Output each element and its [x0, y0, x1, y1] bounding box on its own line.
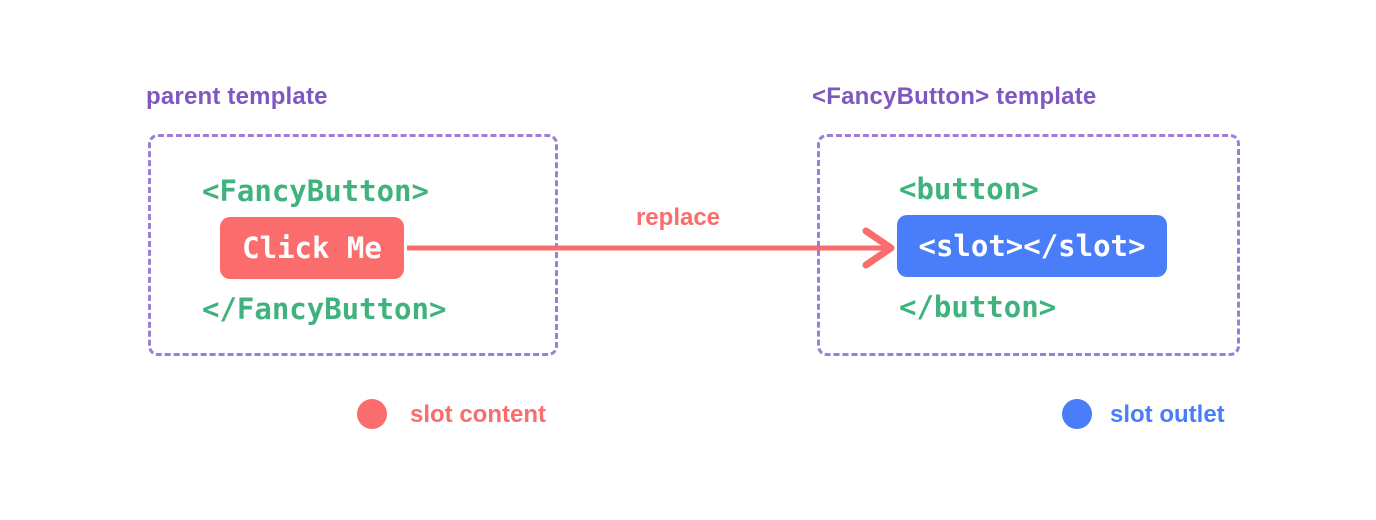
- slot-content-chip: Click Me: [220, 217, 404, 279]
- replace-arrow-label: replace: [635, 204, 721, 231]
- fancybutton-close-tag: </FancyButton>: [202, 292, 447, 326]
- fancybutton-template-box: [817, 134, 1240, 356]
- button-open-tag: <button>: [899, 172, 1039, 206]
- button-close-tag: </button>: [899, 290, 1057, 324]
- slot-outlet-dot: [1062, 399, 1092, 429]
- slot-content-dot: [357, 399, 387, 429]
- replace-arrow: [407, 227, 895, 269]
- slot-content-chip-label: Click Me: [242, 231, 382, 265]
- parent-template-box: [148, 134, 558, 356]
- slot-content-label: slot content: [410, 401, 546, 428]
- slot-outlet-chip: <slot></slot>: [897, 215, 1167, 277]
- fancybutton-open-tag: <FancyButton>: [202, 174, 429, 208]
- slot-outlet-label: slot outlet: [1110, 401, 1225, 428]
- slot-outlet-chip-label: <slot></slot>: [918, 229, 1146, 263]
- fancybutton-template-title: <FancyButton> template: [812, 83, 1097, 110]
- parent-template-title: parent template: [146, 83, 328, 110]
